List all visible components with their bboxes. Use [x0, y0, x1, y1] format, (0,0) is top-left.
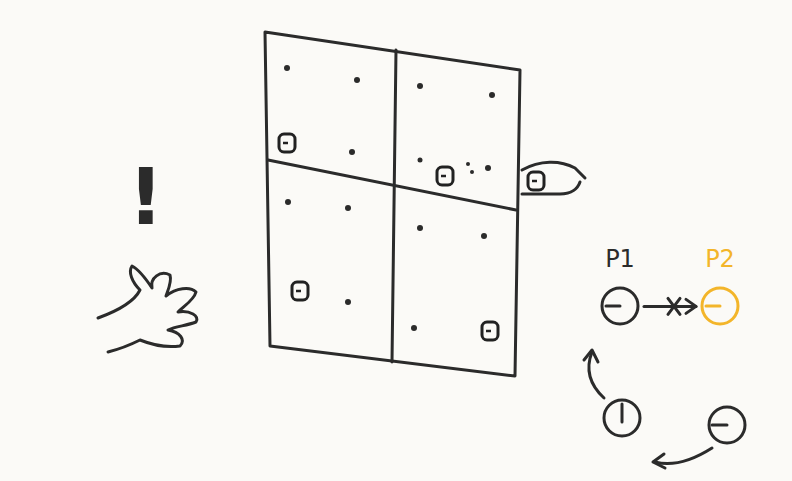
- cycle-arrowhead: [653, 454, 665, 468]
- player-label: P1: [603, 246, 637, 272]
- blocked-arrow: [644, 298, 696, 314]
- token: [437, 167, 453, 185]
- player-mark: [712, 424, 727, 427]
- player-circle: [709, 407, 745, 443]
- cycle-arrowhead: [584, 350, 598, 362]
- player-node: P1: [598, 246, 642, 328]
- grid-dots: [284, 65, 495, 331]
- grid-line: [268, 160, 516, 210]
- player-node: P2: [698, 246, 742, 328]
- player-circle: [598, 284, 642, 328]
- token: [292, 282, 308, 300]
- exclamation-mark: !: [128, 158, 164, 236]
- player-label: P2: [703, 246, 737, 272]
- hand-sketch: [98, 266, 197, 352]
- token: [482, 322, 498, 340]
- grid-border: [265, 32, 520, 376]
- player-mark: [621, 404, 624, 422]
- player-circle: [604, 400, 640, 436]
- token: [279, 134, 295, 152]
- hand-sketch: [522, 162, 585, 178]
- token: [528, 172, 544, 190]
- cross-mark: [668, 298, 680, 314]
- grid-line: [392, 50, 396, 362]
- player-circle: [698, 284, 742, 328]
